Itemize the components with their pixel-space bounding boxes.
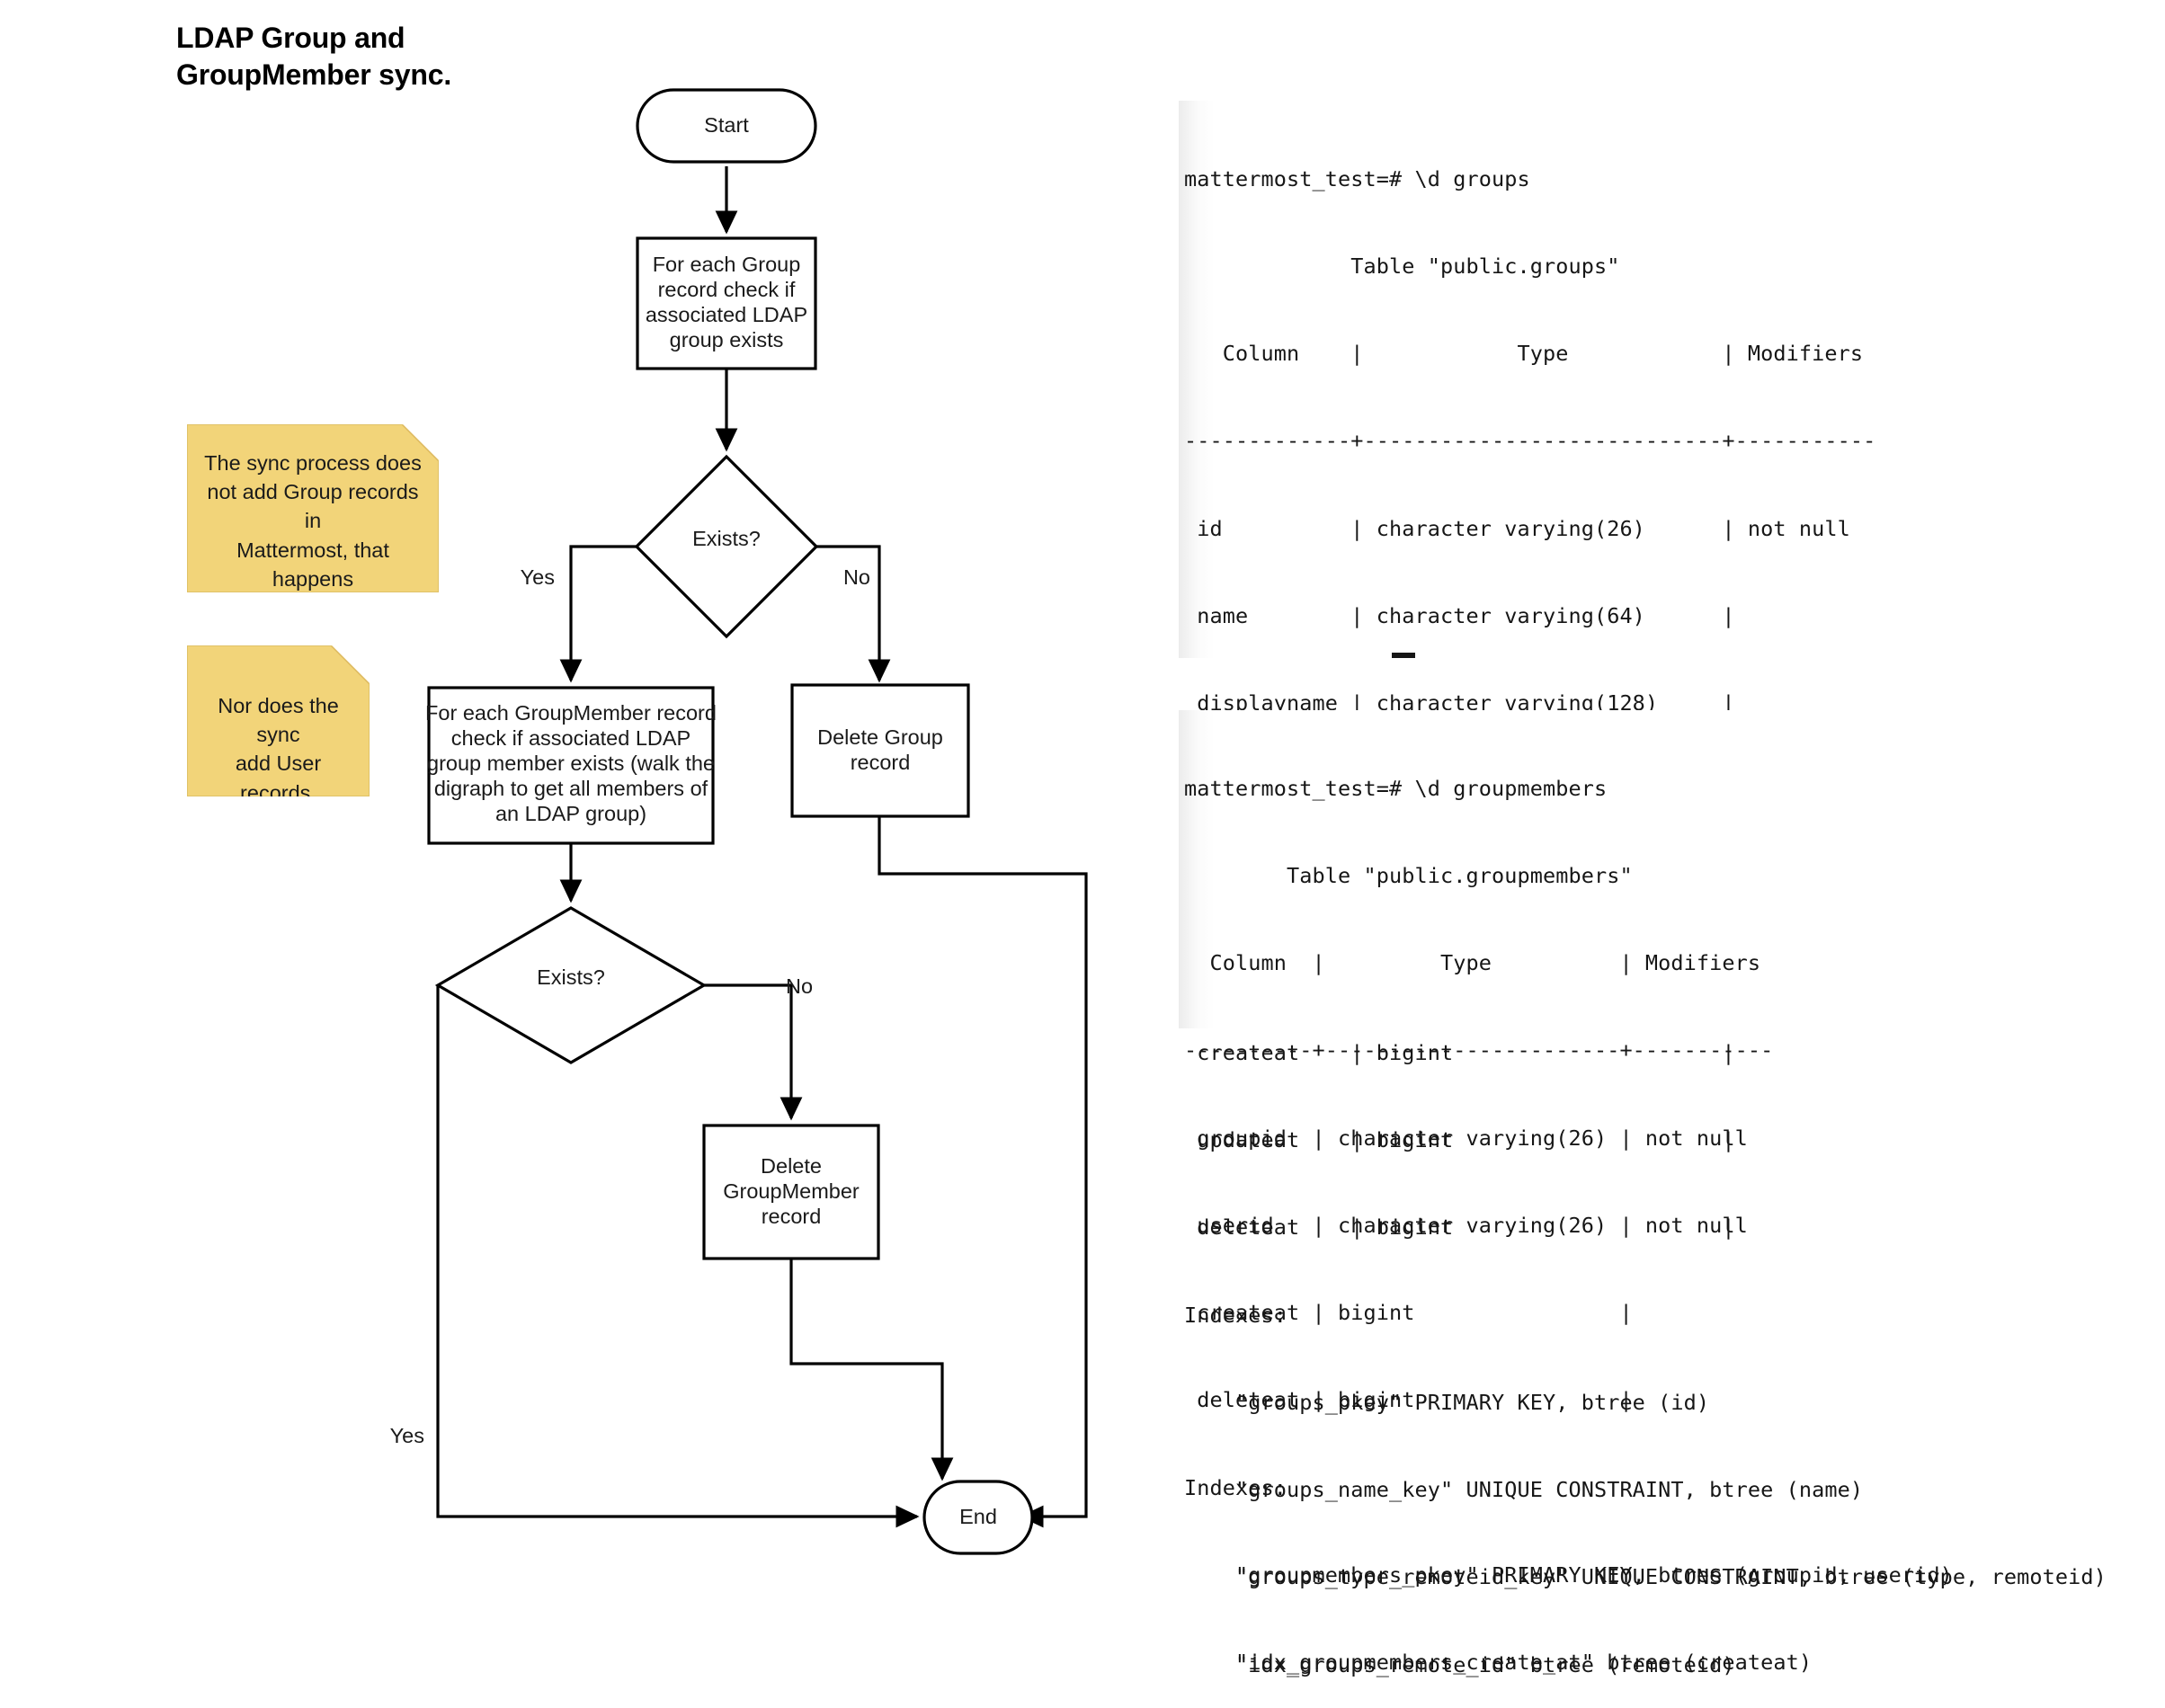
terminal-groupmembers-line-6: userid | character varying(26) | not nul…	[1184, 1212, 1748, 1238]
node-check-group-record[interactable]	[636, 236, 817, 370]
node-check-group-record-line-2: record check if	[658, 278, 796, 301]
terminal-groupmembers-line-2: Table "public.groupmembers"	[1184, 863, 1633, 889]
node-start[interactable]	[636, 88, 817, 164]
node-delete-groupmember-record-line-1: Delete	[761, 1154, 822, 1178]
terminal-groups-line-15: "groups_pkey" PRIMARY KEY, btree (id)	[1184, 1389, 1710, 1415]
terminal-groupmembers-line-1: mattermost_test=# \d groupmembers	[1184, 775, 1608, 801]
terminal-cursor-icon	[1392, 653, 1415, 658]
terminal-groupmembers-line-8: deleteat | bigint |	[1184, 1387, 1633, 1413]
sticky-note-1-line-2: not add Group records in	[207, 480, 419, 533]
terminal-groups-line-12: updateat | bigint |	[1184, 1127, 1735, 1153]
node-check-group-record-line-3: associated LDAP	[646, 303, 807, 326]
node-delete-groupmember-record-line-2: GroupMember	[723, 1179, 860, 1203]
connector-decision2-no	[704, 983, 803, 1121]
node-check-groupmember-record-line-3: group member exists (walk the	[427, 752, 715, 775]
node-check-groupmember-record-line-5: an LDAP group)	[495, 802, 646, 825]
terminal-groupmembers-line-10: "groupmembers_pkey" PRIMARY KEY, btree (…	[1184, 1561, 1953, 1588]
terminal-groups-line-5: id | character varying(26) | not null	[1184, 515, 1850, 541]
node-end[interactable]	[922, 1480, 1034, 1555]
terminal-groupmembers-line-3: Column | Type | Modifiers	[1184, 950, 1774, 976]
node-check-groupmember-record-line-1: For each GroupMember record	[425, 701, 717, 725]
terminal-groupmembers-line-11: "idx_groupmembers_create_at" btree (crea…	[1184, 1650, 1813, 1675]
terminal-groups-line-4: -------------+--------------------------…	[1184, 428, 1876, 454]
connector-decision1-no	[816, 545, 891, 683]
sticky-note-sync-no-group-add: The sync process does not add Group reco…	[187, 424, 439, 592]
node-delete-group-record[interactable]	[790, 683, 970, 818]
sticky-note-2-line-1: Nor does the sync	[218, 694, 339, 747]
connector-deletemember-to-end	[789, 1259, 954, 1481]
sticky-note-1-line-1: The sync process does	[204, 451, 422, 475]
edge-label-member-yes: Yes	[390, 1424, 424, 1447]
node-delete-groupmember-record-line-3: record	[762, 1205, 822, 1228]
terminal-groups-line-13: deleteat | bigint |	[1184, 1214, 1735, 1241]
node-start-label: Start	[704, 113, 749, 137]
terminal-groups-line-3: Column | Type | Modifiers	[1184, 341, 1876, 367]
terminal-groupmembers-line-7: createat | bigint |	[1184, 1300, 1633, 1326]
node-check-groupmember-record[interactable]	[427, 686, 715, 845]
node-delete-group-record-line-1: Delete Group	[817, 725, 943, 749]
node-check-groupmember-record-line-4: digraph to get all members of	[434, 777, 708, 800]
node-end-label: End	[959, 1505, 997, 1528]
terminal-groups-line-2: Table "public.groups"	[1184, 254, 1620, 280]
node-check-group-record-line-1: For each Group	[653, 253, 801, 276]
connector-deletegroup-to-end	[878, 816, 1088, 1528]
edge-label-group-yes: Yes	[521, 565, 555, 589]
sticky-note-1-line-3: Mattermost, that happens	[236, 538, 389, 591]
page-title-line-1: LDAP Group and	[176, 22, 405, 54]
flowchart-diagram: Start For each Group record check if ass…	[390, 88, 1088, 1555]
edge-label-member-no: No	[786, 974, 813, 998]
terminal-output-groupmembers-table: mattermost_test=# \d groupmembers Table …	[1179, 710, 2141, 1675]
terminal-groups-line-11: createat | bigint |	[1184, 1040, 1735, 1065]
terminal-groups-line-16: "groups_name_key" UNIQUE CONSTRAINT, btr…	[1184, 1477, 1864, 1503]
sticky-note-sync-no-user-add: Nor does the sync add User records. thos…	[187, 645, 370, 796]
node-delete-groupmember-record[interactable]	[702, 1124, 880, 1260]
node-decision-groupmember-exists[interactable]	[434, 906, 708, 1064]
page-title: LDAP Group and GroupMember sync.	[176, 20, 554, 93]
node-decision-group-exists[interactable]	[634, 454, 819, 639]
node-decision-group-exists-label: Exists?	[692, 527, 761, 550]
node-check-group-record-line-4: group exists	[670, 328, 784, 351]
node-decision-groupmember-exists-label: Exists?	[537, 965, 605, 989]
terminal-groupmembers-line-5: groupid | character varying(26) | not nu…	[1184, 1125, 1748, 1151]
page-title-line-2: GroupMember sync.	[176, 58, 452, 91]
edge-label-group-no: No	[843, 565, 870, 589]
terminal-groups-line-1: mattermost_test=# \d groups	[1184, 165, 1530, 191]
terminal-groupmembers-line-9: Indexes:	[1184, 1474, 1287, 1500]
terminal-groups-line-14: Indexes:	[1184, 1302, 1287, 1328]
connector-decision1-yes	[559, 545, 637, 683]
terminal-output-groups-table: mattermost_test=# \d groups Table "publi…	[1179, 101, 2141, 1677]
node-delete-group-record-line-2: record	[851, 751, 911, 774]
node-check-groupmember-record-line-2: check if associated LDAP	[451, 726, 690, 750]
terminal-groupmembers-line-4: ----------+-----------------------+-----…	[1184, 1037, 1774, 1063]
terminal-groups-line-6: name | character varying(64) |	[1184, 602, 1735, 628]
connector-decision2-yes-to-end	[436, 985, 920, 1528]
